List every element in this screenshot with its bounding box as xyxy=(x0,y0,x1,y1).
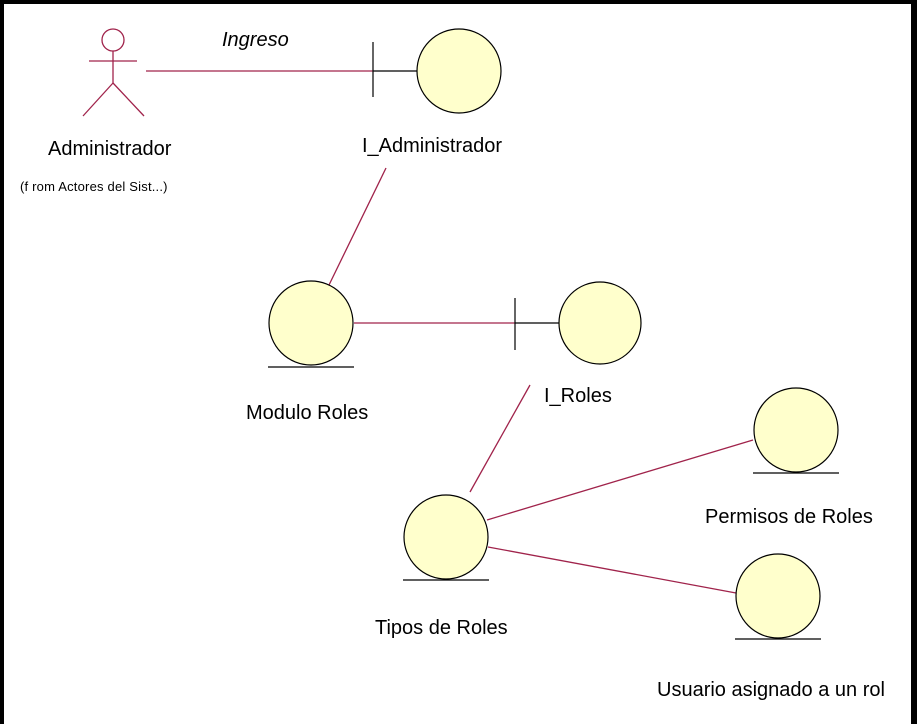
link-iroles-tipos[interactable] xyxy=(469,384,531,493)
boundary-i-administrador-icon[interactable] xyxy=(372,28,502,114)
node-label-permisos-roles: Permisos de Roles xyxy=(705,506,873,528)
association-label: Ingreso xyxy=(222,29,289,51)
boundary-i-roles-icon[interactable] xyxy=(514,281,642,365)
entity-permisos-roles-icon[interactable] xyxy=(753,387,839,474)
node-label-i-administrador: I_Administrador xyxy=(362,135,503,157)
actor-administrador-icon[interactable] xyxy=(82,28,145,117)
node-label-tipos-roles: Tipos de Roles xyxy=(375,617,508,639)
entity-tipos-roles-icon[interactable] xyxy=(403,494,489,581)
node-label-usuario-rol: Usuario asignado a un rol xyxy=(657,679,885,701)
actor-origin-label: (f rom Actores del Sist...) xyxy=(20,179,168,194)
link-tipos-permisos[interactable] xyxy=(486,439,754,521)
entity-usuario-rol-icon[interactable] xyxy=(735,553,821,640)
link-iadmin-modulo[interactable] xyxy=(328,167,387,286)
node-label-i-roles: I_Roles xyxy=(544,385,612,407)
actor-name-label: Administrador xyxy=(48,138,172,160)
node-label-modulo-roles: Modulo Roles xyxy=(246,402,369,424)
control-modulo-roles-icon[interactable] xyxy=(268,280,354,368)
link-tipos-usuario[interactable] xyxy=(487,546,737,594)
